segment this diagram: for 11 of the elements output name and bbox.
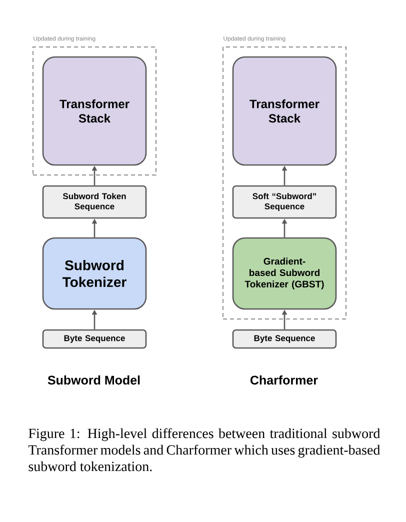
figure-caption: Figure 1: High-level differences between traditional subword Transformer models and Charformer which uses gradient-based subword tokenization. — [28, 428, 380, 472]
sequence-box: Byte Sequence — [42, 329, 147, 349]
sequence-box: Soft “Subword” Sequence — [232, 185, 337, 219]
sequence-box: Byte Sequence — [232, 329, 337, 349]
stack-box: Transformer Stack — [42, 56, 147, 166]
sequence-box: Subword Token Sequence — [42, 185, 147, 219]
column-title: Subword Model — [48, 375, 140, 385]
column-title: Charformer — [250, 375, 318, 385]
stack-box: Transformer Stack — [232, 56, 337, 166]
tokenizer-box: Gradient-based Subword Tokenizer (GBST) — [232, 237, 337, 310]
tokenizer-box: Subword Tokenizer — [42, 237, 147, 310]
